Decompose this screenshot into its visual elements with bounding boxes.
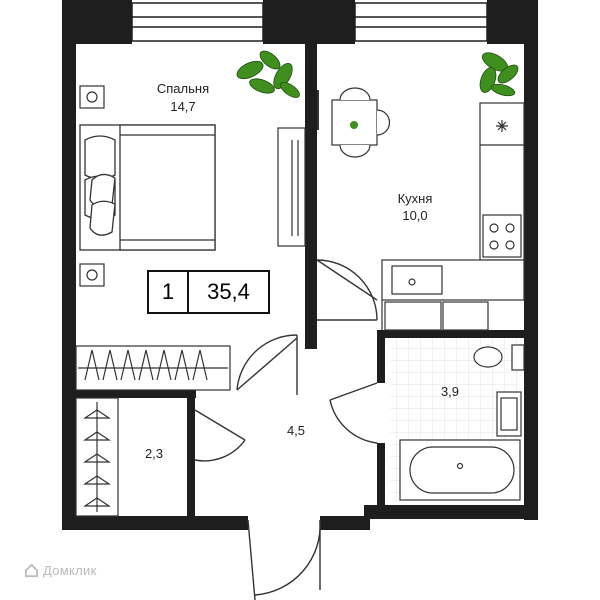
wardrobe-bedroom (75, 345, 231, 391)
interior-walls (76, 44, 524, 516)
kitchen-area: 10,0 (402, 208, 428, 223)
total-area: 35,4 (207, 279, 250, 304)
hallway-area: 4,5 (286, 423, 306, 438)
bathroom-fixtures (399, 344, 525, 501)
room-count: 1 (149, 272, 189, 312)
exterior-walls (62, 0, 538, 530)
watermark: Домклик (24, 563, 97, 578)
dining-table (317, 87, 391, 158)
kitchen-counter (381, 102, 525, 331)
bed (79, 124, 216, 251)
house-logo-icon (24, 563, 39, 578)
bathroom-area: 3,9 (440, 384, 460, 399)
windows (131, 2, 488, 42)
watermark-text: Домклик (43, 563, 97, 578)
nightstands (79, 85, 105, 287)
apartment-summary-badge: 1 35,4 (147, 270, 270, 314)
kitchen-name: Кухня (397, 191, 433, 206)
plant-kitchen (479, 52, 519, 97)
plant-bedroom (236, 50, 300, 98)
bedroom-area: 14,7 (170, 99, 196, 114)
closet-area: 2,3 (144, 446, 164, 461)
bedroom-cabinet (277, 127, 306, 247)
closet-hangers (75, 397, 119, 517)
bedroom-name: Спальня (156, 81, 210, 96)
doors (194, 259, 378, 600)
